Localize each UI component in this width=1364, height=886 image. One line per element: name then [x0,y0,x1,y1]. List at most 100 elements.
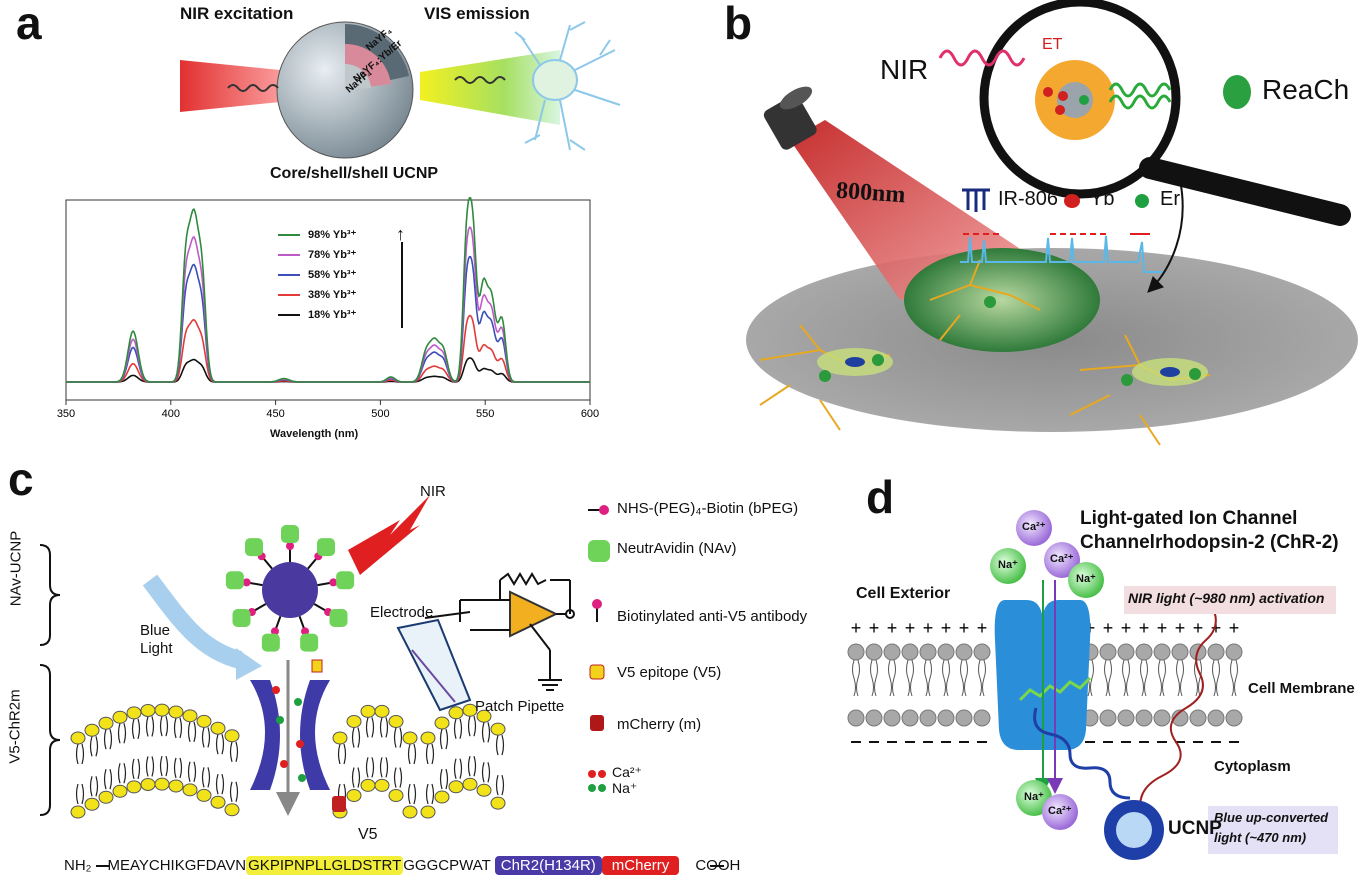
seq-cooh: COOH [695,857,741,874]
lipid-tail [173,757,183,779]
linker [298,615,306,632]
lipid-tail [187,761,197,782]
lipid-tail [215,734,225,755]
lipid-head [112,710,128,724]
panel-letter-d: d [866,471,895,523]
series-line-5 [66,357,590,383]
biotin-dot [247,608,256,616]
lipid-tail [960,659,968,697]
nav-ucnp-label: NAv-UCNP [7,530,25,607]
lipid-head [210,721,226,735]
lipid-head [1135,709,1153,727]
chr2-channel-d [994,600,1091,750]
legend-label: 98% Yb³⁺ [308,229,357,241]
lipid-head [865,709,883,727]
seq-mcherry: mCherry [601,856,680,875]
lipid-head [1207,709,1225,727]
lipid-head [140,703,156,717]
x-tick-label: 500 [371,408,389,420]
lipid-tail [379,757,389,778]
linker [246,581,263,587]
lipid-tail [75,783,85,805]
nir-label-c: NIR [420,483,446,500]
plus-sign: + [1229,618,1240,638]
lipid-tail [173,717,183,739]
plus-sign: + [977,618,988,638]
lipid-head [346,715,362,729]
nir-excitation-label: NIR excitation [180,4,294,23]
lipid-tail [337,783,347,805]
lipid-tail [103,769,113,790]
nir-label-b: NIR [880,54,929,85]
lipid-head [126,780,142,794]
plus-sign: + [959,618,970,638]
lipid-tail [365,717,375,738]
lipid-head [224,729,240,743]
seq-part-2: GGGCPWAT [403,857,491,874]
linker [274,615,282,632]
lipid-head [1081,643,1099,661]
emission-wave-b [1108,82,1172,98]
lipid-tail [1140,659,1148,697]
legend-c-item-1: NHS-(PEG)₄-Biotin (bPEG) [617,500,799,517]
lipid-head [434,790,450,804]
panel-letter-c: c [8,453,34,505]
electrode-label: Electrode [370,604,434,621]
lipid-head [1207,643,1225,661]
electrophys-trace [960,235,1164,273]
lipid-head [374,704,390,718]
lipid-head [332,805,348,819]
lipid-head [112,784,128,798]
neutravidin-unit [281,525,299,543]
lipid-head [448,780,464,794]
lipid-head [332,731,348,745]
lipid-tail [425,743,435,765]
lipid-tail [453,718,463,739]
neutravidin-unit [300,633,319,652]
ucnp-label-d: UCNP [1168,818,1222,839]
lipid-head [1081,709,1099,727]
lipid-head [1135,643,1153,661]
biotin-dot [257,552,266,561]
lipid-tail [978,659,986,697]
legend-swatch [278,293,300,296]
lipid-tail [379,717,389,738]
lipid-head [84,723,100,737]
lipid-head [70,805,86,819]
biotin-dot [314,552,323,561]
biotin-dot [242,578,251,587]
lipid-tail [425,783,435,805]
lipid-head [1171,643,1189,661]
blue-light-label-1: Blue [140,622,171,639]
lipid-tail [481,762,491,783]
neuron-cluster [759,259,1211,446]
lipid-tail [187,721,197,742]
seq-part-1: MEAYCHIKGFDAVN [107,857,247,874]
plus-sign: + [941,618,952,638]
plus-sign: + [1157,618,1168,638]
lipid-tail [1212,659,1220,697]
lipid-tail [201,767,211,788]
d-title-2: Channelrhodopsin-2 (ChR-2) [1080,532,1339,553]
lipid-head [154,703,170,717]
lipid-tail [924,659,932,697]
lipid-tail [89,736,99,757]
laser-head-icon [763,86,817,150]
lipid-head [182,709,198,723]
ion-dots-c [272,686,306,782]
x-tick-label: 400 [162,408,180,420]
lipid-head [901,709,919,727]
lipid-head [140,777,156,791]
legend-entry: 38% Yb³⁺ [278,288,356,301]
seq-chr2: ChR2(H134R) [494,856,602,875]
patch-pipette [396,618,472,712]
lipid-head [1117,709,1135,727]
lipid-tail [365,757,375,778]
lipid-tail [495,774,505,796]
linker [307,555,320,570]
lipid-head [476,783,492,797]
